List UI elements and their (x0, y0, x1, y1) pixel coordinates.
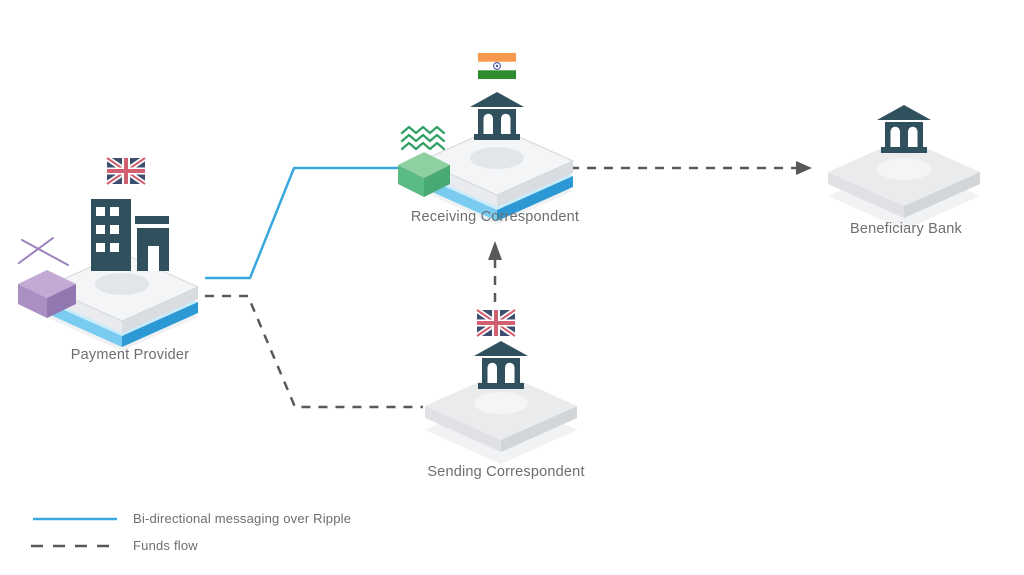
legend-funds-flow-label: Funds flow (133, 538, 198, 553)
legend-messaging-label: Bi-directional messaging over Ripple (133, 511, 352, 526)
legend-solid-line-swatch (33, 517, 117, 521)
united-kingdom-flag-icon (477, 310, 515, 336)
sending-correspondent-label: Sending Correspondent (427, 464, 585, 480)
bank-icon (470, 92, 524, 140)
arrowhead-right-icon (796, 161, 812, 175)
india-flag-icon (477, 52, 517, 80)
payment-provider-label: Payment Provider (70, 347, 190, 363)
united-kingdom-flag-icon (107, 158, 145, 184)
receiving-correspondent-label: Receiving Correspondent (410, 209, 580, 225)
messaging-line-payment-to-receiving (205, 166, 401, 280)
green-cube-icon (398, 152, 450, 197)
funds-line-payment-to-sending (205, 294, 423, 409)
node-payment-provider (18, 148, 199, 352)
node-sending-correspondent (425, 305, 577, 464)
legend: Bi-directional messaging over Ripple Fun… (0, 505, 420, 565)
node-receiving-correspondent (398, 52, 574, 226)
office-building-icon (91, 199, 169, 271)
waves-icon (400, 125, 446, 151)
beneficiary-bank-label: Beneficiary Bank (849, 221, 962, 237)
legend-dashed-line-swatch (31, 544, 119, 548)
bank-icon (474, 341, 528, 389)
antenna-icon (18, 237, 69, 266)
purple-cube-icon (18, 270, 76, 318)
arrowhead-up-icon (488, 241, 502, 260)
bank-icon (877, 105, 931, 153)
